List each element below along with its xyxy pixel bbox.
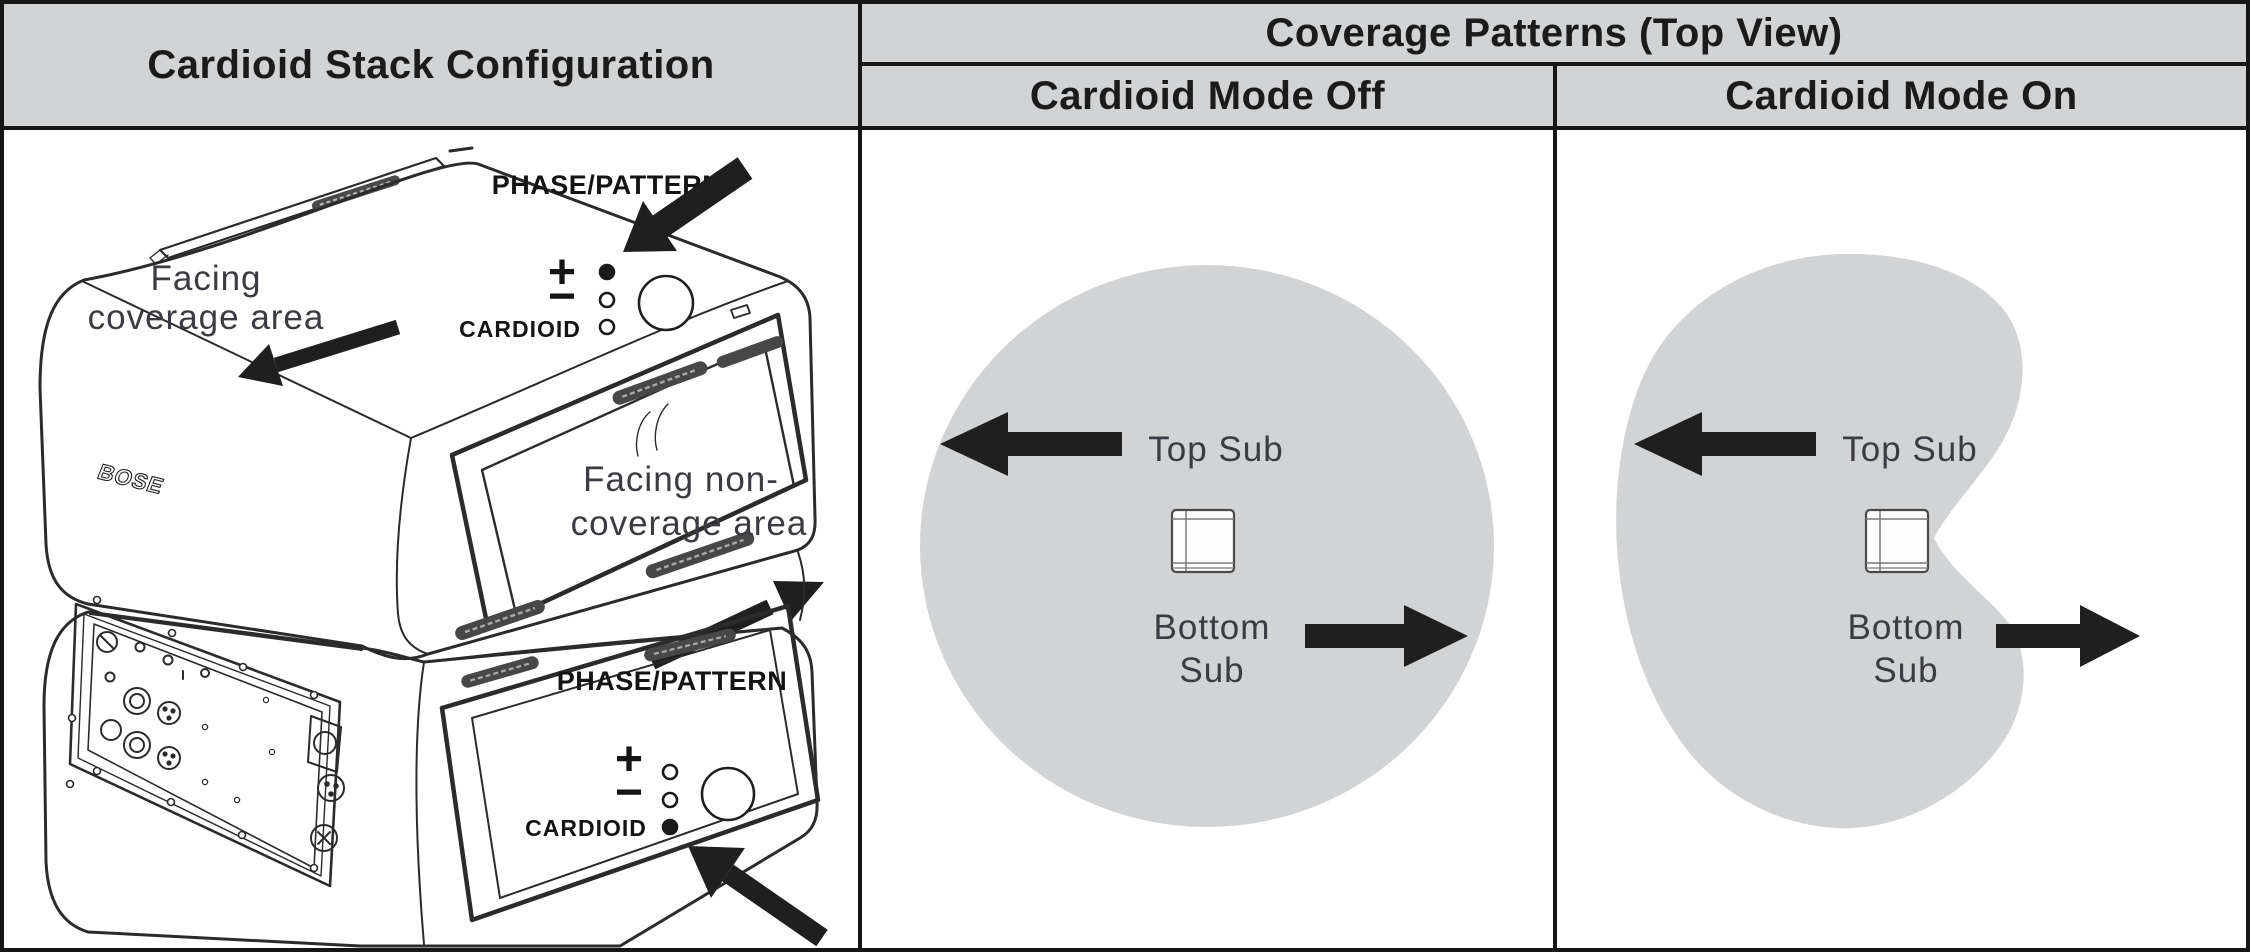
panel-coverage-on: [1553, 126, 2250, 952]
header-stack-configuration: Cardioid Stack Configuration: [0, 0, 862, 130]
header-cardioid-mode-on: Cardioid Mode On: [1553, 62, 2250, 130]
header-coverage-patterns-label: Coverage Patterns (Top View): [1265, 10, 1843, 55]
panel-coverage-off: [858, 126, 1557, 952]
panel-stack-drawing: [0, 126, 862, 952]
header-mode-off-label: Cardioid Mode Off: [1029, 73, 1386, 118]
header-stack-configuration-label: Cardioid Stack Configuration: [147, 42, 715, 87]
header-mode-on-label: Cardioid Mode On: [1725, 73, 2078, 118]
header-coverage-patterns: Coverage Patterns (Top View): [858, 0, 2250, 66]
header-cardioid-mode-off: Cardioid Mode Off: [858, 62, 1557, 130]
